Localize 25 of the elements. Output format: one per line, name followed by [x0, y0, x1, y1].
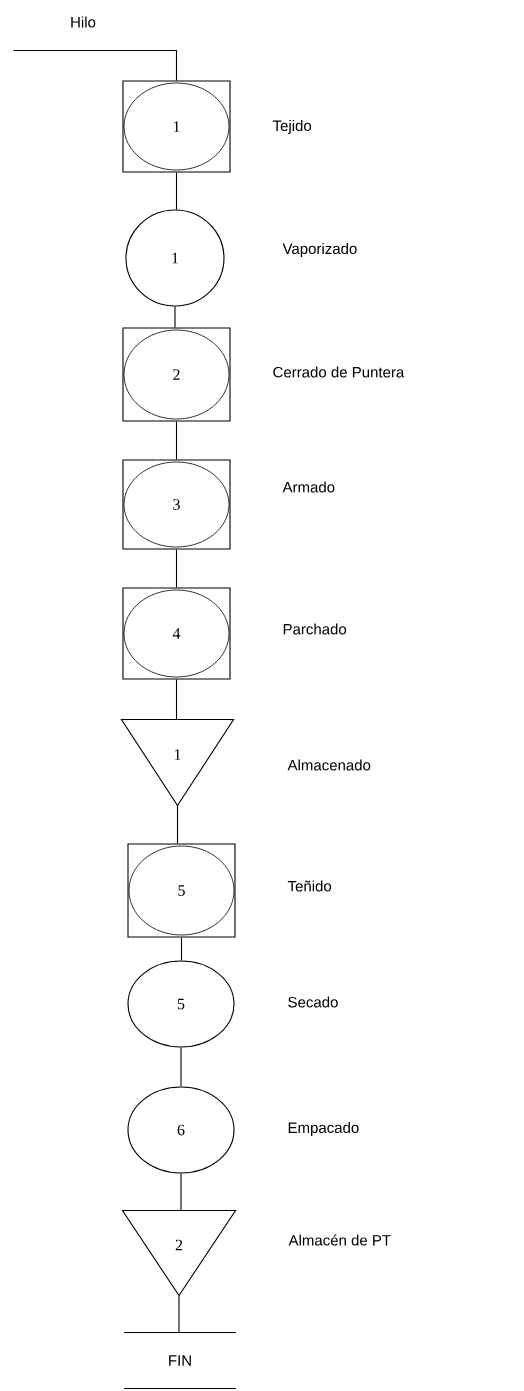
step-label: Almacenado: [287, 759, 371, 771]
connector-line: [180, 937, 183, 961]
step-label: Tejido: [272, 120, 312, 134]
step-label: Cerrado de Puntera: [273, 366, 405, 378]
start-label: Hilo: [71, 16, 96, 28]
connector-line: [180, 1173, 182, 1211]
connector-line: [176, 805, 179, 844]
connector-line: [175, 679, 178, 720]
end-terminal: FIN: [123, 1331, 237, 1390]
connector-line: [180, 1047, 182, 1087]
step-label: Almacén de PT: [288, 1234, 391, 1246]
connector-line: [175, 549, 178, 588]
step-label: Armado: [282, 481, 335, 493]
connector-line: [178, 1295, 180, 1333]
storage-triangle: 2: [121, 1209, 237, 1297]
connector-line: [175, 421, 178, 460]
step-label: Teñido: [287, 880, 332, 892]
step-label: Parchado: [283, 623, 347, 635]
connector-line: [175, 172, 178, 210]
step-label: Vaporizado: [282, 243, 357, 257]
connector-line: [174, 306, 176, 328]
step-label: Secado: [288, 996, 338, 1008]
connector-line: [12, 50, 178, 81]
storage-triangle: 1: [120, 718, 235, 807]
step-label: Empacado: [288, 1122, 359, 1136]
